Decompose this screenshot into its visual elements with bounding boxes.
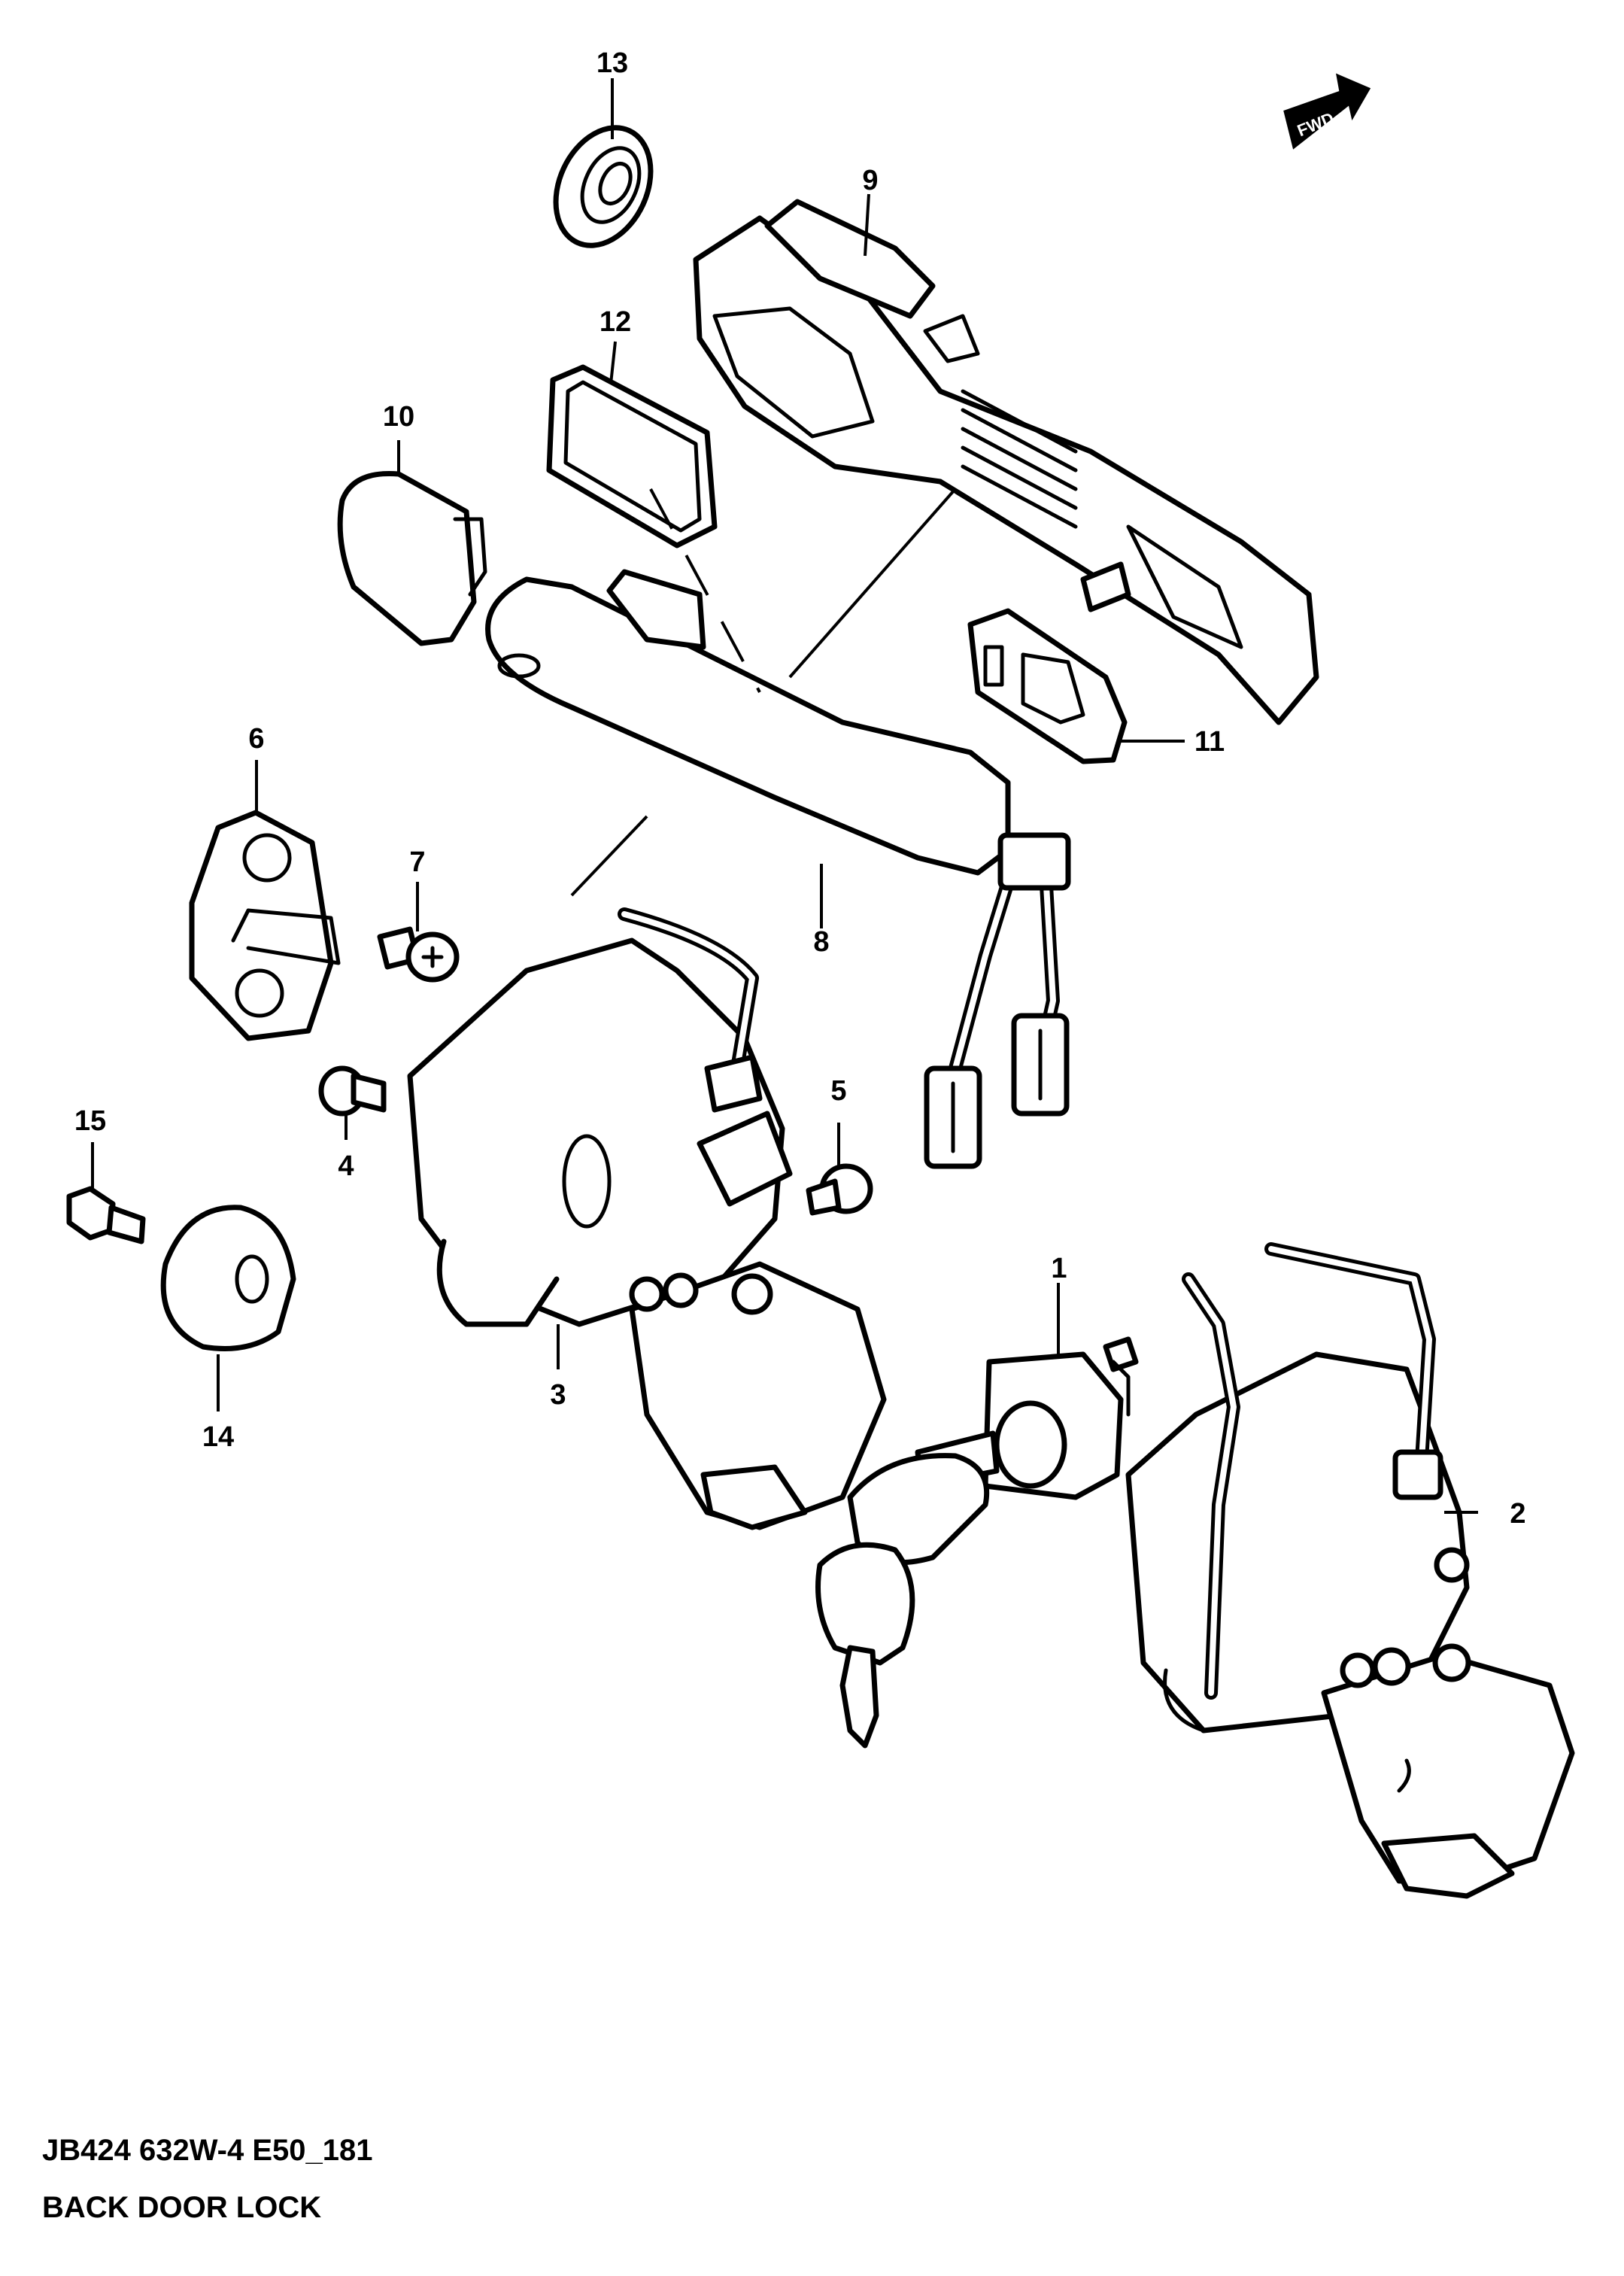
part-7-screw xyxy=(377,926,460,983)
part-11-gasket xyxy=(967,608,1128,764)
callout-6: 6 xyxy=(248,723,264,755)
callout-13: 13 xyxy=(596,47,628,79)
callout-3: 3 xyxy=(550,1379,566,1411)
callout-2: 2 xyxy=(1510,1498,1525,1530)
handle-base-vent-slots xyxy=(961,389,1078,529)
part-15-bolt xyxy=(66,1186,146,1244)
fwd-direction-arrow: FWD xyxy=(1283,73,1371,150)
diagram-title: BACK DOOR LOCK xyxy=(42,2191,322,2224)
part-14-cap xyxy=(160,1205,296,1351)
callout-1: 1 xyxy=(1051,1253,1067,1284)
drawing-code: JB424 632W-4 E50_181 xyxy=(42,2134,373,2167)
leader-lines xyxy=(91,78,1478,1514)
part-6-striker xyxy=(189,810,341,1041)
callout-8: 8 xyxy=(813,926,829,958)
callout-5: 5 xyxy=(830,1075,846,1107)
callout-15: 15 xyxy=(74,1105,106,1137)
part-10-end-cap xyxy=(337,470,487,646)
part-2-lock-assembly xyxy=(1125,1242,1575,1899)
part-5-bolt xyxy=(806,1163,873,1216)
part-9-handle-base xyxy=(693,199,1319,725)
part-13-grommet xyxy=(553,125,654,248)
part-12-gasket xyxy=(546,364,718,548)
callout-10: 10 xyxy=(383,401,414,433)
callout-7: 7 xyxy=(409,846,425,878)
part-1-key-cylinder xyxy=(815,1336,1139,1749)
callout-9: 9 xyxy=(862,165,878,196)
callout-11: 11 xyxy=(1194,726,1225,758)
part-3-lock-actuator xyxy=(407,907,887,1530)
callout-14: 14 xyxy=(202,1421,234,1453)
callout-labels: 1 2 3 4 5 6 7 8 9 10 11 12 13 14 15 xyxy=(74,47,1526,1530)
part-4-bolt xyxy=(318,1065,387,1117)
callout-12: 12 xyxy=(600,306,631,338)
callout-4: 4 xyxy=(338,1150,354,1182)
part-8-outside-handle xyxy=(485,569,1071,1169)
